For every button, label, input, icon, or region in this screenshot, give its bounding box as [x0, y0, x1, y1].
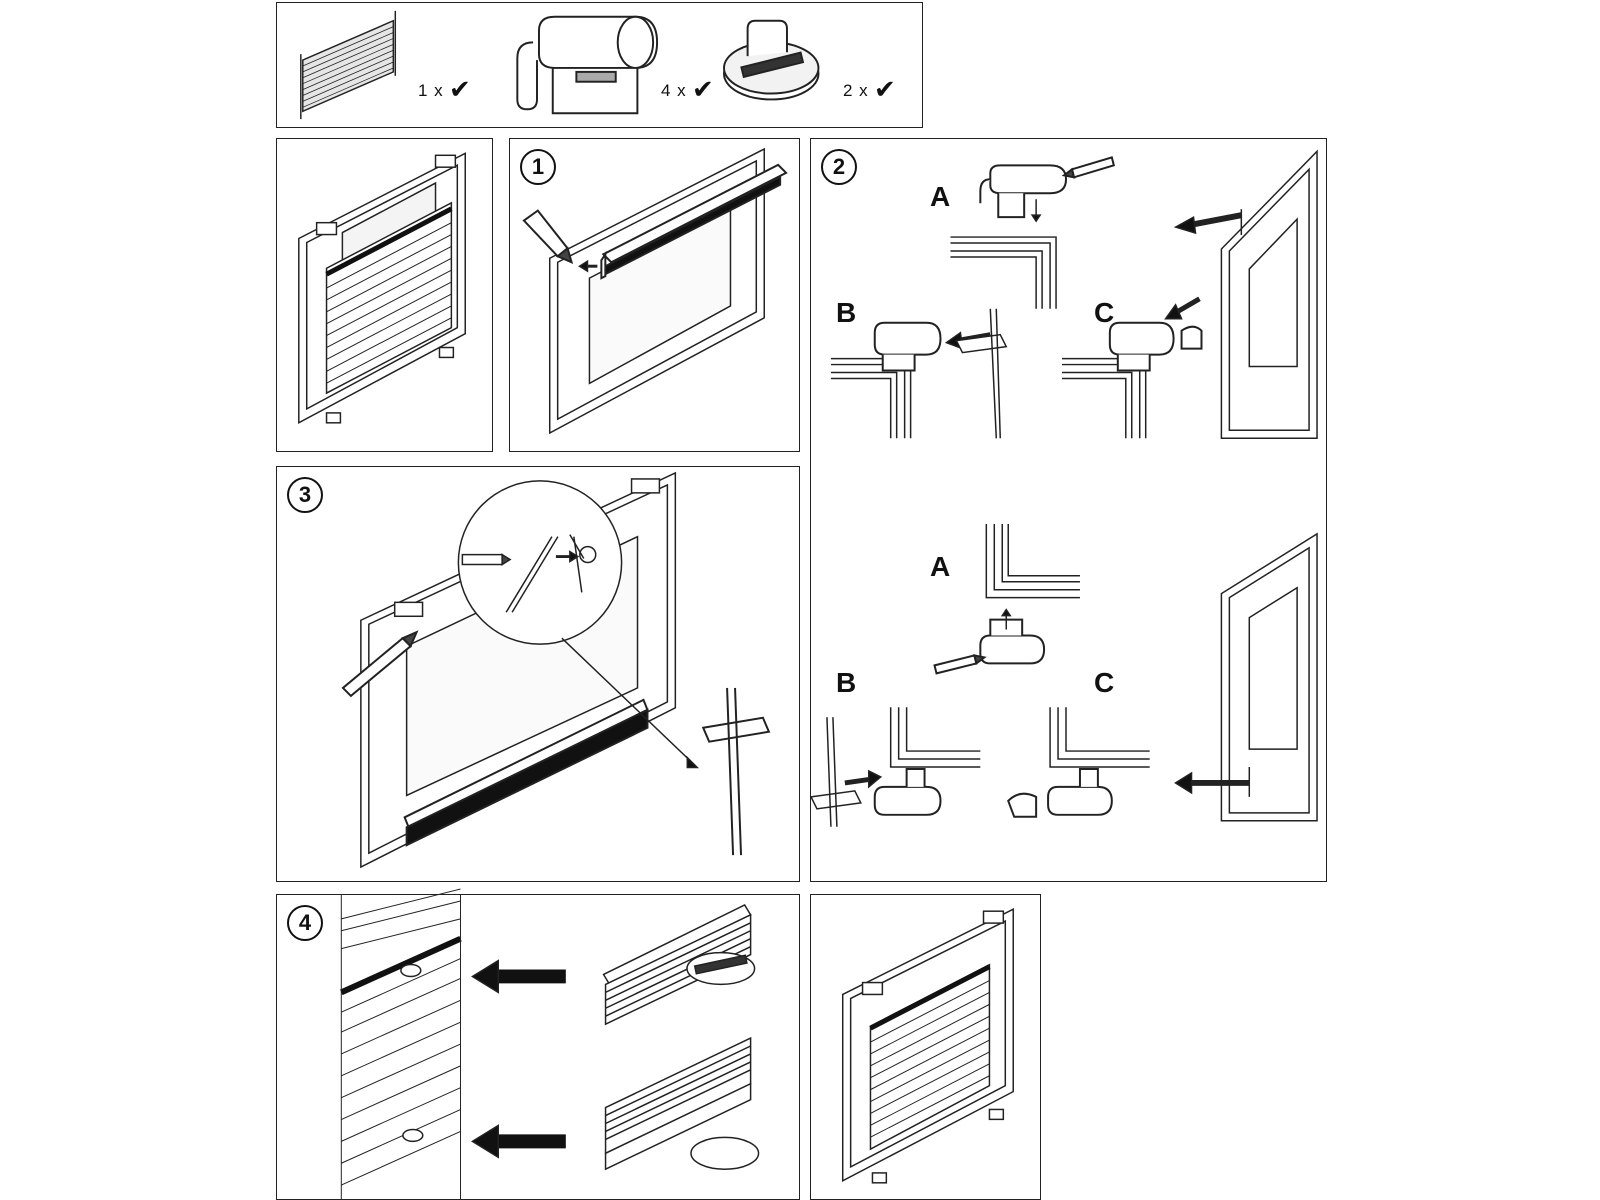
bracket-quantity: 4 x [661, 81, 687, 100]
step-3-panel: 3 2x [276, 466, 800, 882]
blind-close-up [340, 888, 462, 1199]
tensioner-b [955, 308, 1008, 439]
pleated-blind-icon [300, 10, 397, 120]
step-2-badge: 2 [821, 149, 857, 185]
pencil [522, 209, 574, 264]
bracket-check-icon: ✔ [692, 75, 714, 105]
tensioner-3 [701, 687, 771, 856]
zoom-circle [457, 480, 623, 645]
tensioner-quantity: 2 x [843, 81, 869, 100]
step-4-illustration [340, 888, 760, 1199]
step-2-top-label-c: C [1094, 297, 1115, 328]
step-1-panel: 1 [509, 138, 800, 452]
headrail-with-tensioner [602, 903, 756, 1026]
tensioner-bottom-b [809, 717, 862, 827]
blind-check-icon: ✔ [449, 75, 471, 105]
final-panel [810, 894, 1041, 1200]
bracket-bottom-c [1007, 767, 1113, 818]
pencil-3 [341, 630, 419, 698]
bracket-b [873, 321, 942, 372]
step-4-panel: 4 [276, 888, 800, 1200]
tensioner-check-icon: ✔ [874, 75, 896, 105]
bracket-bottom-a [979, 618, 1046, 665]
bottomrail-with-tensioner [604, 1036, 760, 1171]
bracket-c [1108, 321, 1203, 372]
step-2-bottom-label-a: A [930, 551, 951, 582]
step-1-badge: 1 [520, 149, 556, 185]
final-installed-blind [841, 908, 1014, 1184]
bottom-rail [403, 698, 649, 847]
step-1-illustration [522, 147, 788, 435]
step-2-top-label-b: B [836, 297, 857, 328]
pencil-bottom-a [933, 654, 987, 675]
headrail [600, 163, 788, 280]
installed-blind-illustration [298, 152, 466, 425]
blind-quantity: 1 x [418, 81, 444, 100]
step-2-bottom-label-c: C [1094, 667, 1115, 698]
step-2-illustration [809, 149, 1318, 827]
overview-panel [276, 138, 493, 452]
step-2-bottom-label-b: B [836, 667, 857, 698]
bracket-a [979, 164, 1068, 219]
pencil-a [1061, 156, 1116, 179]
bracket-bottom-b [873, 767, 942, 816]
step-3-illustration [341, 471, 771, 869]
contents-panel: 1 x ✔ 4 x ✔ 2 x ✔ [276, 2, 923, 128]
cord-tensioner-icon [723, 19, 820, 101]
contents-illustrations [300, 10, 820, 120]
step-3-badge: 3 [287, 477, 323, 513]
clamp-bracket-icon [516, 15, 659, 115]
step-2-top-label-a: A [930, 181, 951, 212]
step-2-panel: 2 A B C A B C [809, 138, 1327, 882]
step-4-badge: 4 [287, 905, 323, 941]
